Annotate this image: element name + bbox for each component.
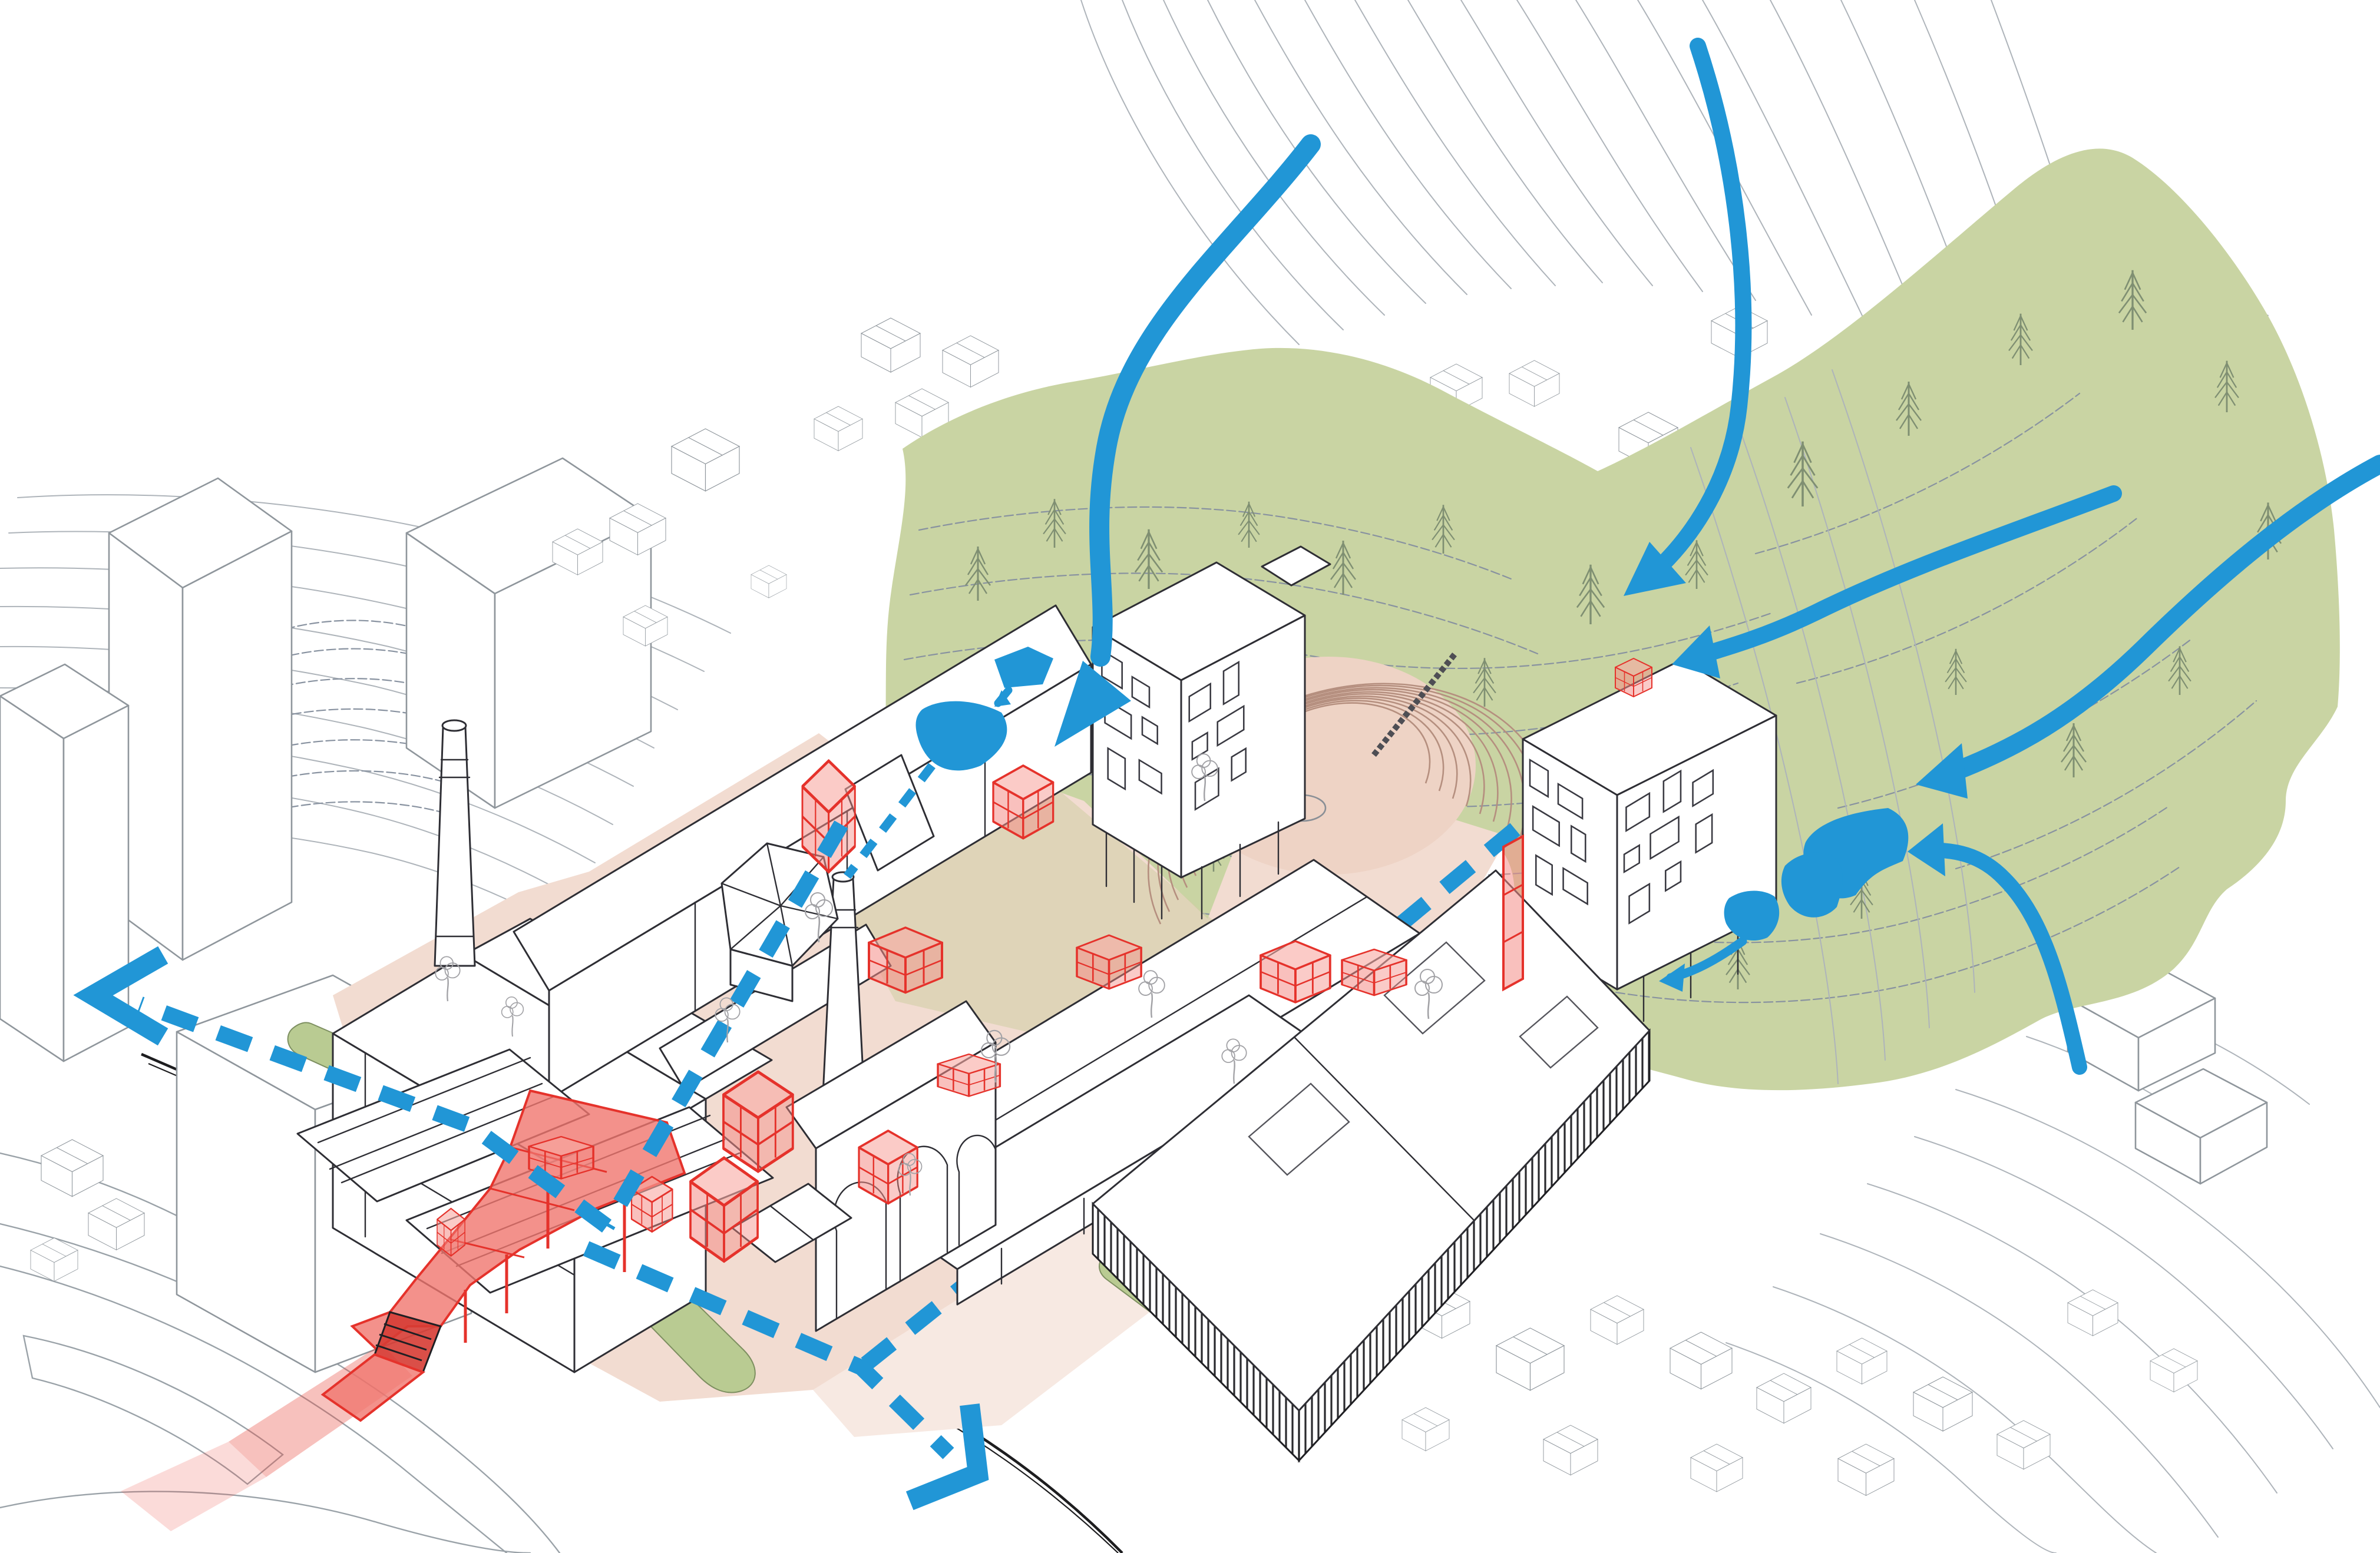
pond-east-low	[1724, 890, 1780, 941]
long-warehouse	[1092, 869, 1651, 1463]
water-flow-layer	[73, 38, 2380, 1511]
tower-slab-b	[0, 663, 130, 1062]
flow-arrow-southeast	[1920, 842, 2087, 1075]
stream-axis-arrowheads	[73, 946, 989, 1511]
railway-axis-arrowhead	[905, 1403, 989, 1511]
west-axis-arrowhead	[73, 946, 168, 1046]
cascade-arrowhead-c	[994, 690, 1011, 707]
flow-arrowhead-southeast	[1908, 823, 1945, 876]
flow-arrowhead-north	[1055, 661, 1131, 747]
cascade-arrowhead-b	[1659, 963, 1685, 992]
tower-slab-a	[108, 477, 293, 961]
west-small-houses	[30, 1139, 145, 1282]
red-interventions	[121, 658, 1652, 1531]
flow-arrow-east-long	[1938, 455, 2380, 784]
pond-upper-small	[994, 647, 1053, 688]
flow-arrow-north	[1089, 134, 1321, 667]
flow-arrowheads-and-ponds	[915, 542, 1968, 992]
red-view-beam-tail	[121, 1442, 266, 1531]
stream-axis-campus	[600, 820, 848, 1230]
red-container-boxes	[436, 658, 1652, 1261]
pond-cascade-dashes	[844, 763, 936, 879]
southeast-terrace-contours	[1726, 995, 2380, 1553]
flow-arrow-northeast	[1648, 38, 1752, 578]
amphitheater-stair-b	[1371, 651, 1457, 757]
pond-east-mid	[1781, 852, 1843, 918]
flow-arrowhead-east-upper	[1672, 625, 1720, 678]
stream-axes	[137, 763, 954, 1459]
tower-slab-c	[405, 457, 652, 809]
pond-upper-large	[915, 701, 1007, 771]
stream-axis-railway	[583, 1241, 954, 1459]
flow-arrow-east-upper	[1688, 485, 2122, 665]
red-slice-east-building	[1502, 834, 1524, 992]
forest-gully-contours	[1690, 369, 1975, 1084]
flow-arrowhead-east-long	[1916, 743, 1968, 799]
flow-arrowhead-northeast	[1624, 542, 1686, 596]
factory-chimney-west	[434, 719, 476, 967]
red-bridge-columns	[464, 1184, 626, 1343]
